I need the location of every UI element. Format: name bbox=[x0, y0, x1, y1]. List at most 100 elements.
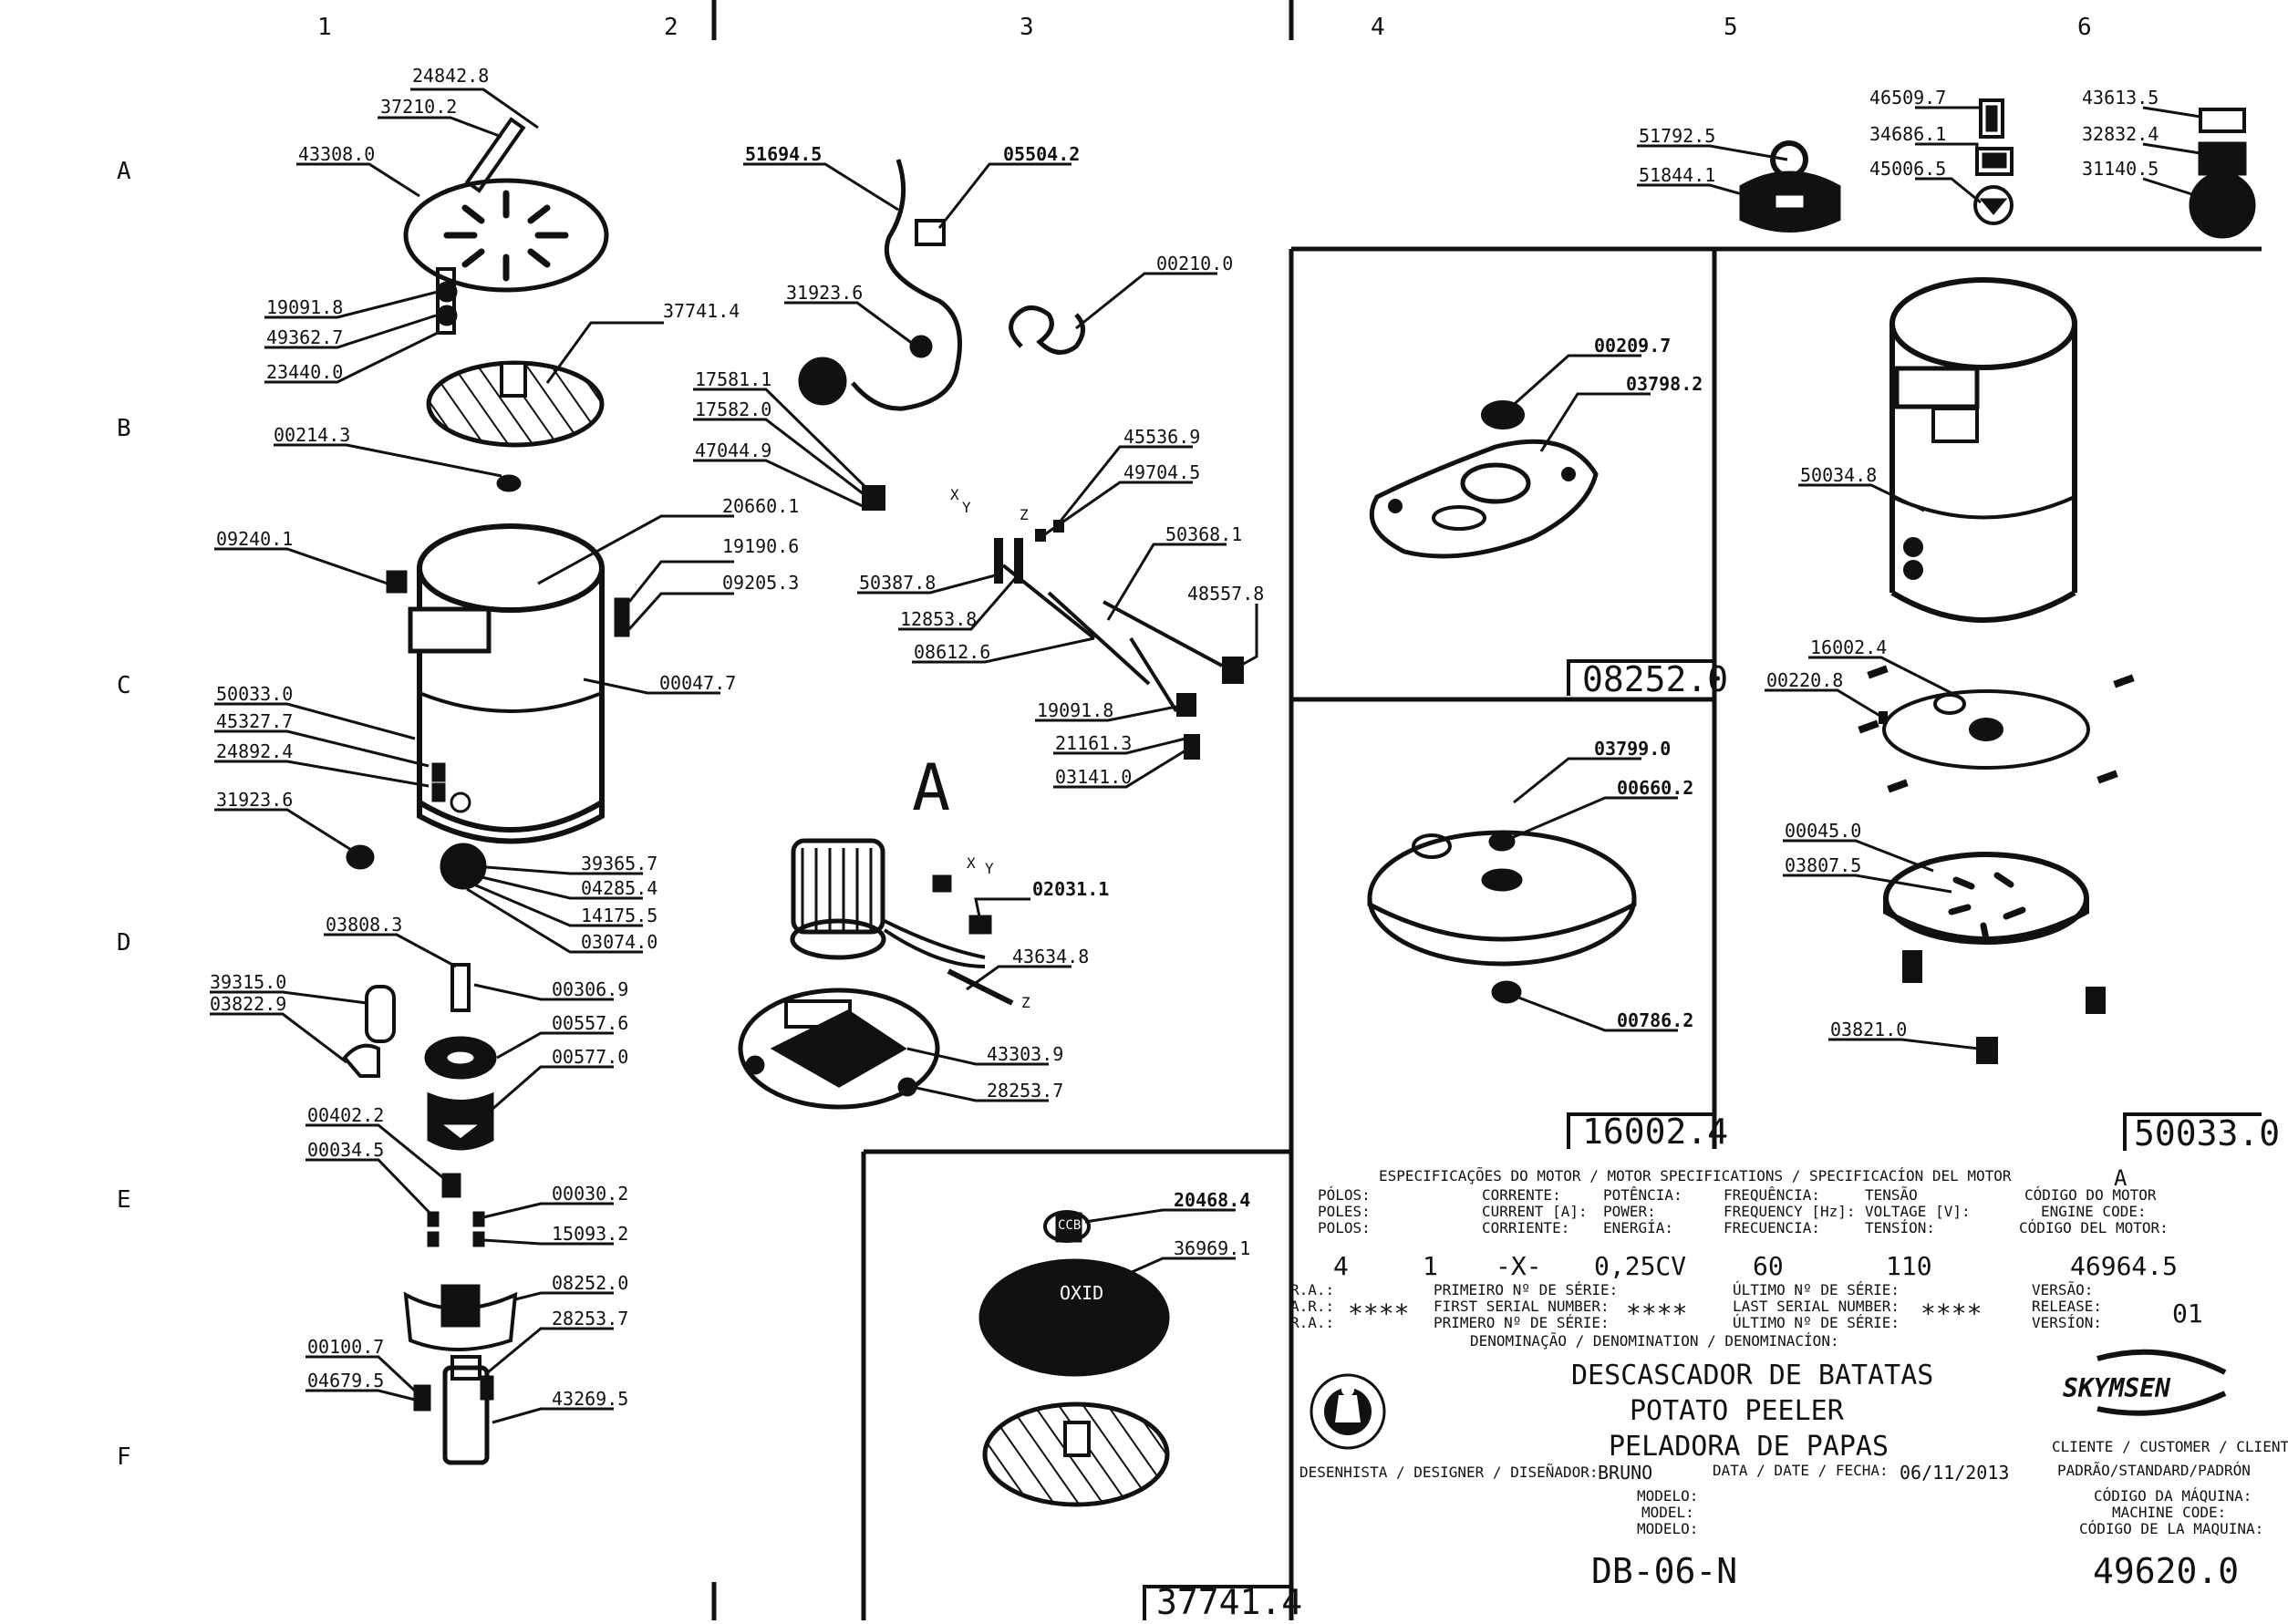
grid-row-labels: A B C D E F bbox=[117, 158, 131, 1471]
current-label: CURRENT [A]: bbox=[1482, 1203, 1588, 1220]
ra-label: R.A.: bbox=[1290, 1314, 1334, 1331]
poles-label: POLOS: bbox=[1318, 1219, 1371, 1236]
grid-row-d: D bbox=[117, 929, 131, 957]
part-labels: 24842.8 37210.2 43308.0 19091.8 49362.7 … bbox=[210, 65, 2159, 1410]
part-label: 00100.7 bbox=[307, 1336, 384, 1358]
part-label: 39365.7 bbox=[581, 853, 657, 874]
first-serial-label: FIRST SERIAL NUMBER: bbox=[1434, 1298, 1610, 1315]
part-label: 28253.7 bbox=[552, 1308, 628, 1329]
part-label: 24842.8 bbox=[412, 65, 489, 87]
part-label: 48557.8 bbox=[1187, 583, 1264, 605]
designer-value: BRUNO bbox=[1598, 1462, 1652, 1484]
part-label: 00209.7 bbox=[1594, 335, 1671, 357]
part-label: 17582.0 bbox=[695, 398, 771, 420]
tank-50033-drawing bbox=[1858, 277, 2135, 1064]
center-wiring-drawing bbox=[738, 159, 1244, 1110]
part-label: 21161.3 bbox=[1055, 732, 1132, 754]
model-label: MODELO: bbox=[1637, 1520, 1698, 1537]
product-name-es: PELADORA DE PAPAS bbox=[1609, 1431, 1889, 1463]
machine-code-label: MACHINE CODE: bbox=[2112, 1504, 2226, 1521]
part-label: 45006.5 bbox=[1869, 158, 1946, 180]
part-label: 20660.1 bbox=[722, 495, 799, 517]
motor-code-value: 46964.5 bbox=[2070, 1251, 2178, 1281]
axis-z-mark: Z bbox=[1020, 506, 1029, 523]
model-label: MODELO: bbox=[1637, 1487, 1698, 1505]
part-label: 15093.2 bbox=[552, 1223, 628, 1245]
ra-label: R.A.: bbox=[1290, 1281, 1334, 1298]
part-label: 08612.6 bbox=[914, 641, 990, 663]
part-label: 12853.8 bbox=[900, 608, 977, 630]
last-serial-label: ÚLTIMO Nº DE SÉRIE: bbox=[1733, 1314, 1900, 1331]
part-label: 00030.2 bbox=[552, 1183, 628, 1205]
part-label: 00220.8 bbox=[1766, 669, 1843, 691]
first-serial-label: PRIMEIRO Nº DE SÉRIE: bbox=[1434, 1281, 1618, 1298]
part-label: 37210.2 bbox=[380, 96, 457, 118]
part-label: 34686.1 bbox=[1869, 123, 1946, 145]
product-name-pt: DESCASCADOR DE BATATAS bbox=[1571, 1360, 1933, 1391]
voltage-label: TENSÃO bbox=[1865, 1186, 1918, 1204]
part-label: 03807.5 bbox=[1785, 854, 1861, 876]
axis-y-mark: Y bbox=[962, 499, 971, 516]
part-label: 03808.3 bbox=[326, 914, 402, 936]
frequency-value: 60 bbox=[1753, 1251, 1784, 1281]
motor-spec-header: ESPECIFICAÇÕES DO MOTOR / MOTOR SPECIFIC… bbox=[1379, 1167, 2012, 1184]
part-label: 37741.4 bbox=[663, 300, 740, 322]
frequency-label: FRECUENCIA: bbox=[1724, 1219, 1820, 1236]
grid-row-e: E bbox=[117, 1186, 131, 1214]
skymsen-logo: SKYMSEN bbox=[2063, 1349, 2227, 1416]
part-label: 31923.6 bbox=[216, 789, 293, 811]
ccb-label: CCB bbox=[1058, 1218, 1081, 1233]
part-label: 45536.9 bbox=[1123, 426, 1200, 448]
part-label: 09240.1 bbox=[216, 528, 293, 550]
part-label: 50387.8 bbox=[859, 572, 936, 594]
first-serial-label: PRIMERO Nº DE SÉRIE: bbox=[1434, 1314, 1610, 1331]
last-serial-value: **** bbox=[1920, 1298, 1982, 1329]
axis-marks: X Y Z X Y Z bbox=[950, 486, 1030, 1011]
part-label: 03141.0 bbox=[1055, 766, 1132, 788]
part-label: 00786.2 bbox=[1617, 1009, 1693, 1031]
part-label: 05504.2 bbox=[1003, 143, 1080, 165]
part-label: 03822.9 bbox=[210, 993, 286, 1015]
customer-label: CLIENTE / CUSTOMER / CLIENTE: bbox=[2052, 1438, 2288, 1455]
part-label: 43269.5 bbox=[552, 1388, 628, 1410]
grid-col-1: 1 bbox=[317, 14, 332, 41]
lid-37741-drawing bbox=[978, 1210, 1170, 1507]
model-value: DB-06-N bbox=[1591, 1551, 1737, 1591]
part-label: 36969.1 bbox=[1174, 1237, 1250, 1259]
last-serial-label: ÚLTIMO Nº DE SÉRIE: bbox=[1733, 1281, 1900, 1298]
brand-name: SKYMSEN bbox=[2063, 1373, 2171, 1403]
axis-z-mark: Z bbox=[1021, 994, 1030, 1011]
current-flag: -X- bbox=[1496, 1251, 1542, 1281]
part-label: 04285.4 bbox=[581, 877, 657, 899]
part-label: 51792.5 bbox=[1639, 125, 1715, 147]
part-label: 16002.4 bbox=[1810, 636, 1887, 658]
part-label: 50033.0 bbox=[216, 683, 293, 705]
part-label: 00306.9 bbox=[552, 978, 628, 1000]
version-label: RELEASE: bbox=[2032, 1298, 2102, 1315]
designer-label: DESENHISTA / DESIGNER / DISEÑADOR: bbox=[1299, 1464, 1599, 1481]
part-label: 31923.6 bbox=[786, 282, 863, 304]
version-value: 01 bbox=[2172, 1298, 2203, 1329]
motor-code-label: CÓDIGO DO MOTOR bbox=[2024, 1186, 2157, 1204]
part-label: 46509.7 bbox=[1869, 87, 1946, 109]
ra-value: **** bbox=[1348, 1298, 1409, 1329]
grid-col-6: 6 bbox=[2077, 14, 2092, 41]
box-numbers bbox=[1143, 659, 2262, 1620]
section-letter: A bbox=[912, 750, 950, 825]
box-ref-16002: 16002.4 bbox=[1582, 1112, 1728, 1152]
first-serial-value: **** bbox=[1626, 1298, 1687, 1329]
part-label: 47044.9 bbox=[695, 440, 771, 461]
grid-col-5: 5 bbox=[1724, 14, 1738, 41]
part-label: 02031.1 bbox=[1032, 878, 1109, 900]
grid-row-a: A bbox=[117, 158, 131, 185]
denomination-label: DENOMINAÇÃO / DENOMINATION / DENOMINACÍO… bbox=[1470, 1332, 1839, 1350]
part-label: 39315.0 bbox=[210, 971, 286, 993]
part-label: 00557.6 bbox=[552, 1012, 628, 1034]
part-label: 51694.5 bbox=[745, 143, 822, 165]
part-label: 09205.3 bbox=[722, 572, 799, 594]
part-label: 00210.0 bbox=[1156, 253, 1233, 274]
box-ref-50033: 50033.0 bbox=[2134, 1113, 2280, 1153]
grid-col-3: 3 bbox=[1020, 14, 1034, 41]
axis-x-mark: X bbox=[950, 486, 959, 503]
